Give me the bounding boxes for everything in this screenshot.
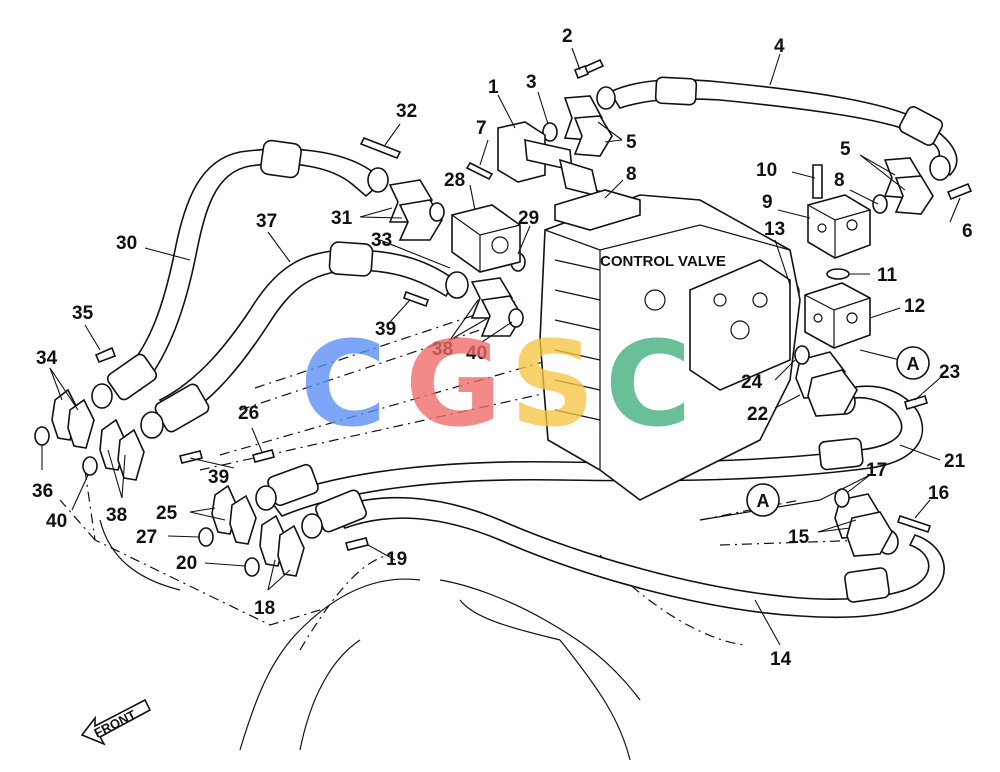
leader-lines [41,47,961,646]
label-part-24: 24 [741,372,763,393]
label-part-14: 14 [770,649,792,670]
label-part-28: 28 [444,170,465,191]
label-part-10: 10 [756,160,777,181]
label-part-13: 13 [764,219,785,240]
label-part-6: 6 [962,221,973,242]
label-part-7: 7 [476,118,487,139]
section-callout-a-upper: A [896,346,930,380]
label-part-23: 23 [939,362,960,383]
label-part-27: 27 [136,527,157,548]
label-part-37: 37 [256,211,277,232]
hose-21 [255,385,924,517]
label-part-4: 4 [774,36,785,57]
label-part-1: 1 [488,77,499,98]
label-part-39-lower: 39 [208,467,229,488]
label-part-38-lower: 38 [106,505,127,526]
label-part-11: 11 [877,265,898,286]
label-part-5-right: 5 [840,139,851,160]
label-part-5-top: 5 [626,132,637,153]
label-part-33: 33 [371,230,392,251]
hose-37 [140,241,469,439]
front-label: FRONT [92,707,139,741]
watermark-letter-4: C [605,315,692,453]
label-part-30: 30 [116,233,137,254]
callout-a-upper-text: A [907,354,920,374]
watermark-letter-1: C [300,315,387,453]
block-9 [807,194,871,259]
section-callout-a-lower: A [746,483,780,517]
label-part-21: 21 [944,451,966,472]
flange-clamps [51,95,934,577]
label-part-20: 20 [176,553,197,574]
label-part-16: 16 [928,483,949,504]
label-part-40-lower: 40 [46,511,67,532]
label-part-26: 26 [238,403,259,424]
label-part-35: 35 [72,303,94,324]
label-part-2: 2 [562,26,573,47]
part-1-block [497,121,600,198]
hose-30 [91,139,389,409]
front-arrow: FRONT [80,698,152,746]
hose-4 [596,76,958,181]
watermark-letter-3: S [510,315,595,453]
label-part-32: 32 [396,101,417,122]
callout-a-lower-text: A [757,491,770,511]
watermark: C G S C [300,315,692,453]
watermark-letter-2: G [405,315,502,453]
control-valve-body [539,189,801,501]
label-part-3: 3 [526,72,537,93]
part-28-block [451,204,521,273]
label-part-8-center: 8 [626,164,637,185]
machine-frame [99,499,821,761]
label-part-40-upper: 40 [466,343,487,364]
block-12 [804,282,871,349]
label-part-39-upper: 39 [375,319,396,340]
label-part-36: 36 [32,481,53,502]
part-number-labels: 1 2 3 4 5 5 6 7 8 8 9 10 11 12 13 14 15 … [32,26,973,670]
label-part-25: 25 [156,503,178,524]
label-part-29: 29 [518,208,539,229]
control-valve-label: CONTROL VALVE [600,253,726,270]
label-part-15: 15 [788,527,810,548]
label-part-31: 31 [331,208,353,229]
bolts [94,58,973,551]
label-part-22: 22 [747,404,768,425]
label-part-17: 17 [866,460,887,481]
label-part-34: 34 [36,348,58,369]
label-part-38-upper: 38 [432,339,453,360]
label-part-9: 9 [762,192,773,213]
label-part-8-right: 8 [834,170,845,191]
label-part-18: 18 [254,598,275,619]
label-part-12: 12 [904,296,925,317]
label-part-19: 19 [386,549,407,570]
